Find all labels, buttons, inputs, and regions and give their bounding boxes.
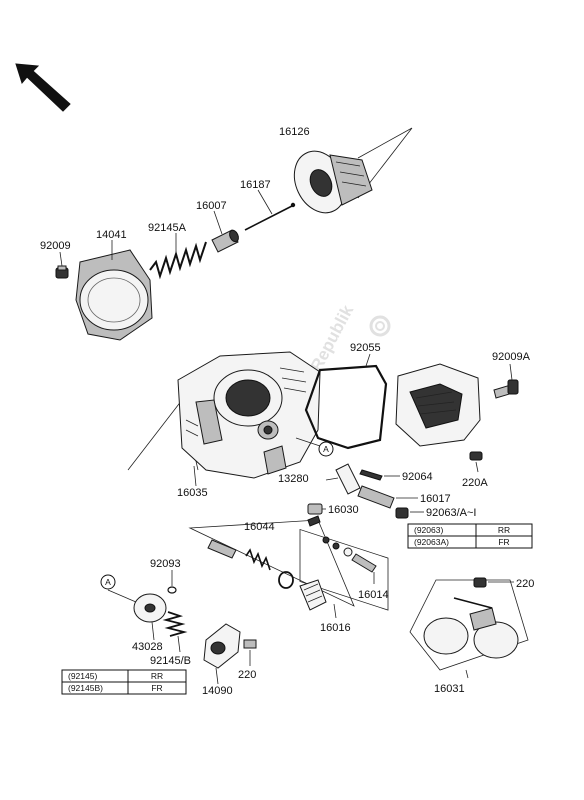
carburetor-body <box>177 351 321 479</box>
float-bowl <box>395 363 481 447</box>
spec-table-92145: (92145) RR (92145B) FR <box>61 669 187 695</box>
label-92093: 92093 <box>150 558 181 570</box>
leader-16007 <box>213 210 223 235</box>
label-220-lower: 220 <box>238 669 256 681</box>
label-16017: 16017 <box>420 493 451 505</box>
needle-jet-holder <box>335 463 361 495</box>
needle-holder <box>211 229 239 253</box>
leader-220A <box>475 461 479 473</box>
bowl-screw <box>493 379 519 399</box>
pump-cover-screw <box>243 639 257 649</box>
callout-a-lower-text: A <box>105 577 111 587</box>
spec-table-92063: (92063) RR (92063A) FR <box>407 523 533 549</box>
pump-diaphragm <box>133 593 167 623</box>
leader-92145B <box>177 635 181 653</box>
table-92063-cell-2-2: FR <box>498 537 509 547</box>
diaphragm-piston <box>293 150 373 214</box>
table-92145-cell-2-1: (92145B) <box>68 683 103 693</box>
pilot-jet <box>307 503 323 515</box>
leader-43028 <box>151 621 155 641</box>
label-92009A: 92009A <box>492 351 531 363</box>
label-16044: 16044 <box>244 521 275 533</box>
label-16016: 16016 <box>320 622 351 634</box>
table-92145-cell-1-1: (92145) <box>68 671 97 681</box>
label-92064: 92064 <box>402 471 433 483</box>
label-92009: 92009 <box>40 240 71 252</box>
table-92063-cell-2-1: (92063A) <box>414 537 449 547</box>
label-16126: 16126 <box>279 126 310 138</box>
leader-callout-a-lower <box>107 589 137 603</box>
front-arrow-icon <box>15 63 71 112</box>
piston-spring <box>149 241 207 280</box>
label-16187: 16187 <box>240 179 271 191</box>
jet-needle <box>244 202 296 231</box>
leader-16031 <box>465 669 469 679</box>
gear-icon <box>369 315 391 337</box>
main-jet <box>357 485 395 509</box>
leader-16016-group <box>188 519 355 607</box>
leader-13280 <box>325 477 339 481</box>
drain-plug <box>469 451 483 461</box>
label-43028: 43028 <box>132 641 163 653</box>
label-16035: 16035 <box>177 487 208 499</box>
callout-a-body-text: A <box>323 444 329 454</box>
o-ring-92093 <box>167 586 177 594</box>
callout-a-lower: A <box>100 574 116 590</box>
pilot-screw-16044 <box>307 515 321 527</box>
leader-16035 <box>193 465 197 487</box>
table-92063-cell-1-2: RR <box>498 525 510 535</box>
label-92055: 92055 <box>350 342 381 354</box>
label-13280: 13280 <box>278 473 309 485</box>
table-92145-cell-2-2: FR <box>151 683 162 693</box>
leader-16014-box <box>299 528 389 611</box>
callout-a-body: A <box>318 441 334 457</box>
label-92063: 92063/A~I <box>426 507 476 519</box>
float-pin-screw <box>473 577 487 588</box>
label-14090: 14090 <box>202 685 233 697</box>
label-16014: 16014 <box>358 589 389 601</box>
pump-spring <box>162 611 188 637</box>
leader-92055 <box>365 353 371 367</box>
label-92145A: 92145A <box>148 222 187 234</box>
leader-callout-a-body <box>295 437 321 447</box>
label-92145B: 92145/B <box>150 655 191 667</box>
leader-14090 <box>215 667 219 685</box>
leader-16187 <box>257 189 273 215</box>
pump-cover <box>203 623 241 669</box>
main-jet-92063 <box>395 507 409 519</box>
label-16031: 16031 <box>434 683 465 695</box>
pilot-screw-set <box>322 536 377 573</box>
table-92145-cell-1-2: RR <box>151 671 163 681</box>
float-bowl-gasket <box>304 364 388 450</box>
o-ring-92064 <box>359 469 383 481</box>
label-16007: 16007 <box>196 200 227 212</box>
label-16030: 16030 <box>328 504 359 516</box>
chamber-cover <box>75 249 153 341</box>
float-assembly <box>423 597 519 659</box>
accelerator-pump-parts <box>207 539 327 611</box>
label-220-right: 220 <box>516 578 534 590</box>
leader-16016 <box>333 603 337 619</box>
cover-screw <box>55 265 69 279</box>
leader-16031-box <box>409 579 529 671</box>
label-14041: 14041 <box>96 229 127 241</box>
leader-92009 <box>59 251 63 267</box>
leader-92009A <box>509 363 513 381</box>
table-92063-cell-1-1: (92063) <box>414 525 443 535</box>
label-220A: 220A <box>462 477 488 489</box>
